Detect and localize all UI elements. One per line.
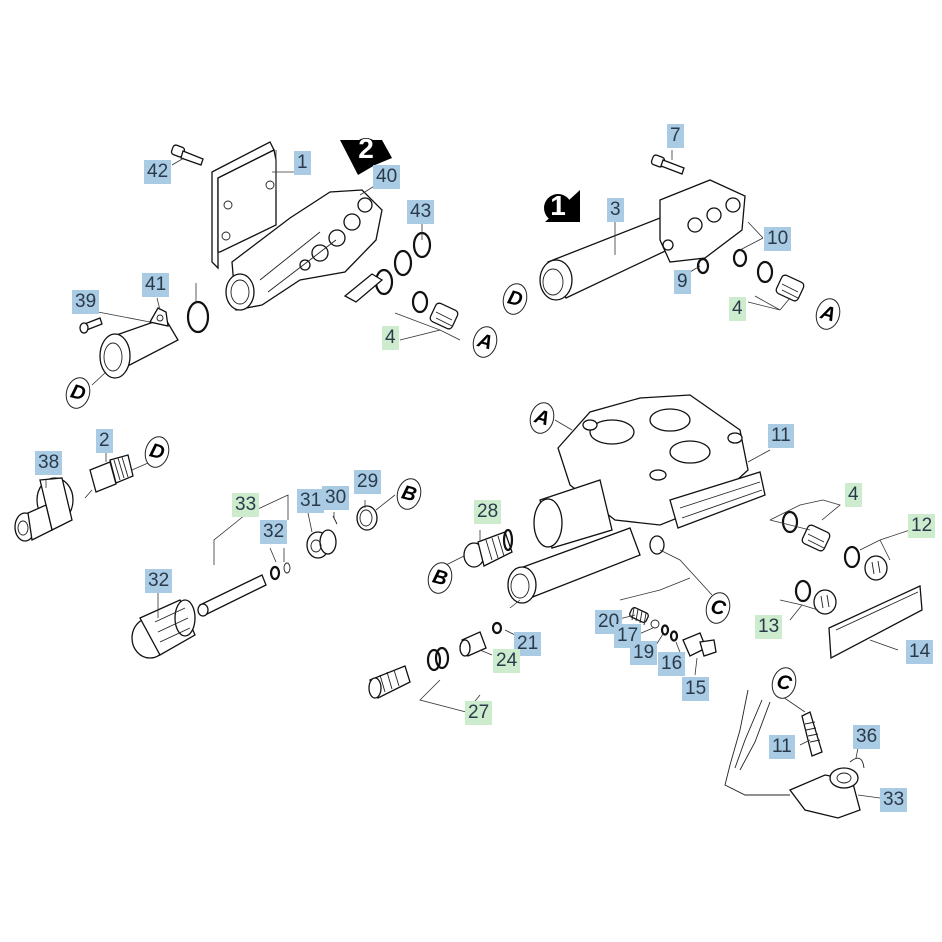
callout-14: 16: [658, 652, 686, 676]
valve-part-4-top-left: [429, 302, 459, 330]
callout-2: 2: [96, 429, 113, 453]
callout-31: 33: [232, 493, 260, 517]
cable-part-33: [724, 689, 861, 819]
strip-part-12: [828, 585, 923, 660]
valve-part-20: [459, 631, 487, 657]
plug-part-11-lower: [813, 589, 837, 615]
callout-41: 42: [144, 160, 172, 184]
inlet-pipe-part-39: [99, 307, 179, 379]
clip-part-34: [849, 757, 865, 769]
oring-part-14: [669, 630, 679, 642]
oring-part-4-top-right: [756, 260, 774, 284]
coupling-part-36: [14, 477, 74, 542]
callout-29: 31: [297, 489, 325, 513]
callout-16: 19: [630, 641, 658, 665]
valve-part-4-right: [801, 524, 831, 552]
oring-part-6: [696, 257, 710, 275]
callout-27: 29: [354, 470, 382, 494]
leader-lines: [45, 150, 911, 799]
callout-28: 30: [322, 486, 350, 510]
callout-11-lower: 13: [755, 615, 783, 639]
fitting-part-2: [89, 454, 134, 493]
callout-17: 20: [595, 610, 623, 634]
step-marker-2-arrow: [340, 138, 392, 175]
callout-6: 9: [674, 270, 691, 294]
oring-part-30: [269, 562, 291, 581]
oring-part-11-upper: [843, 545, 861, 569]
oring-part-19: [491, 621, 503, 635]
screw-part-38: [79, 317, 103, 334]
housing-part-40: [225, 189, 383, 311]
nozzle-part-13: [682, 632, 717, 657]
callout-10: 11: [769, 735, 795, 759]
oring-part-16: [660, 624, 670, 636]
oring-part-4-top-left: [411, 290, 429, 314]
oring-part-4-right: [781, 510, 799, 534]
callout-21: 27: [465, 701, 493, 725]
callout-5: 7: [667, 124, 684, 148]
sensor-part-10: [801, 711, 823, 757]
callout-40: 40: [373, 165, 401, 189]
callout-24: 28: [474, 500, 502, 524]
seal-part-29: [306, 529, 337, 559]
callout-3: 3: [607, 198, 624, 222]
spring-part-17: [629, 607, 649, 626]
callout-38: 39: [72, 290, 100, 314]
bolt-part-5: [650, 154, 685, 175]
plug-part-11-upper: [864, 555, 888, 581]
callout-34: 36: [853, 725, 881, 749]
piston-part-31: [197, 574, 267, 617]
pipe-part-3: [539, 179, 746, 301]
callout-4-top-right: 4: [729, 297, 746, 321]
ball-part-15: [650, 619, 660, 629]
callout-42: 43: [407, 200, 435, 224]
callout-32: 32: [145, 569, 173, 593]
callout-20: 24: [493, 649, 521, 673]
callout-7: 10: [764, 227, 792, 251]
bolt-part-41: [170, 144, 204, 166]
callout-13: 15: [682, 677, 710, 701]
callout-11-upper: 12: [908, 514, 936, 538]
step-marker-2: 2: [358, 133, 374, 164]
callout-33: 33: [880, 788, 908, 812]
valve-part-4-top-right: [775, 274, 805, 302]
seal-part-21: [368, 646, 450, 699]
oring-part-7: [732, 248, 748, 268]
callout-36: 38: [35, 451, 63, 475]
pump-head-part-9: [507, 394, 766, 604]
oring-part-43: [186, 300, 210, 334]
callout-1: 1: [294, 151, 311, 175]
valve-part-24: [463, 528, 514, 568]
callout-30: 32: [260, 520, 288, 544]
washer-part-27: [356, 505, 378, 531]
callout-4-top-left: 4: [382, 326, 399, 350]
knob-part-32: [131, 599, 196, 659]
callout-4-right: 4: [845, 483, 862, 507]
callout-12: 14: [906, 640, 934, 664]
step-marker-1-arrow: [544, 190, 580, 222]
step-marker-1: 1: [550, 190, 566, 221]
callout-9: 11: [768, 424, 794, 448]
callout-39: 41: [142, 273, 170, 297]
oring-part-11-lower: [794, 579, 812, 603]
bracket-part-1: [211, 141, 277, 270]
